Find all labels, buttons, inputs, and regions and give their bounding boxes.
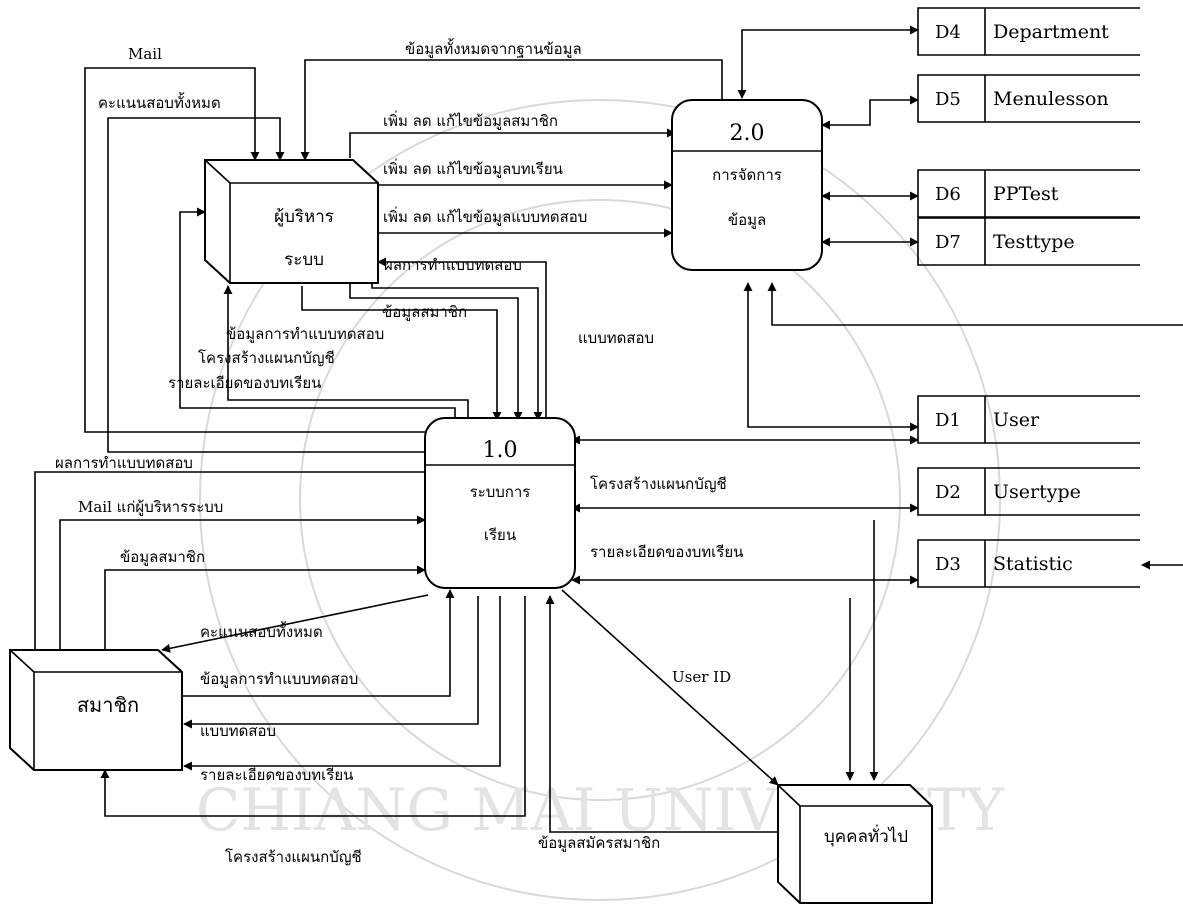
entity-public: บุคคลทั่วไป bbox=[777, 784, 933, 904]
store-d3-name: Statistic bbox=[993, 553, 1073, 575]
entity-admin-line2: ระบบ bbox=[284, 250, 324, 270]
store-d1-name: User bbox=[993, 409, 1040, 431]
process-2-0: 2.0 การจัดการ ข้อมูล bbox=[671, 99, 823, 271]
process-1-name-line1: ระบบการ bbox=[470, 483, 531, 501]
store-d1: D1 User bbox=[917, 395, 1140, 444]
flow-label-edit-lesson: เพิ่ม ลด แก้ไขข้อมูลบทเรียน bbox=[383, 158, 563, 178]
flow-label-lesson-detail-store: รายละเอียดของบทเรียน bbox=[590, 543, 743, 561]
flow-label-edit-test: เพิ่ม ลด แก้ไขข้อมูลแบบทดสอบ bbox=[383, 206, 587, 226]
store-d4: D4 Department bbox=[917, 7, 1140, 56]
data-stores: D4 Department D5 Menulesson D6 PPTest D7… bbox=[917, 7, 1140, 588]
process-1-0: 1.0 ระบบการ เรียน bbox=[424, 417, 576, 589]
store-d6-name: PPTest bbox=[993, 183, 1059, 205]
store-d5: D5 Menulesson bbox=[917, 74, 1140, 123]
entity-admin-line1: ผู้บริหาร bbox=[274, 207, 334, 227]
flow-label-test-doing-admin: ข้อมูลการทำแบบทดสอบ bbox=[226, 325, 384, 343]
entity-admin: ผู้บริหาร ระบบ bbox=[204, 159, 379, 284]
flow-label-test-result-admin: ผลการทำแบบทดสอบ bbox=[384, 256, 522, 274]
flow-label-chart-admin: โครงสร้างแผนกบัญชี bbox=[198, 349, 335, 367]
flow-label-test-doing-member: ข้อมูลการทำแบบทดสอบ bbox=[200, 670, 358, 688]
flow-label-user-id: User ID bbox=[672, 668, 731, 686]
store-d6: D6 PPTest bbox=[917, 169, 1140, 218]
flow-label-all-db-data: ข้อมูลทั้งหมดจากฐานข้อมูล bbox=[405, 38, 582, 58]
flow-label-member-data-admin: ข้อมูลสมาชิก bbox=[382, 303, 467, 321]
store-d7-name: Testtype bbox=[993, 231, 1075, 253]
flow-labels: Mail ข้อมูลทั้งหมดจากฐานข้อมูล คะแนนสอบท… bbox=[55, 38, 743, 866]
flow-label-chart-member: โครงสร้างแผนกบัญชี bbox=[225, 848, 362, 866]
flow-label-register-data: ข้อมูลสมัครสมาชิก bbox=[538, 834, 660, 852]
store-d6-id: D6 bbox=[935, 184, 961, 205]
store-d7-id: D7 bbox=[935, 232, 961, 253]
process-1-name-line2: เรียน bbox=[484, 526, 516, 544]
store-d5-name: Menulesson bbox=[993, 88, 1109, 110]
process-2-name-line2: ข้อมูล bbox=[728, 211, 766, 229]
store-d1-id: D1 bbox=[935, 410, 961, 431]
store-d3-id: D3 bbox=[935, 554, 961, 575]
flow-label-lesson-detail-member: รายละเอียดของบทเรียน bbox=[200, 766, 353, 784]
store-d5-id: D5 bbox=[935, 89, 961, 110]
flow-label-chart-store: โครงสร้างแผนกบัญชี bbox=[590, 475, 727, 493]
flow-label-edit-member: เพิ่ม ลด แก้ไขข้อมูลสมาชิก bbox=[383, 110, 558, 130]
store-d3: D3 Statistic bbox=[917, 539, 1140, 588]
process-1-number: 1.0 bbox=[483, 438, 518, 463]
flow-label-mail-to-admin: Mail แก่ผู้บริหารระบบ bbox=[78, 498, 223, 516]
flow-label-member-data: ข้อมูลสมาชิก bbox=[120, 548, 205, 566]
store-d4-name: Department bbox=[993, 21, 1109, 43]
flow-label-test-form-admin: แบบทดสอบ bbox=[578, 329, 654, 347]
store-d7: D7 Testtype bbox=[917, 217, 1140, 266]
flow-label-all-scores-admin: คะแนนสอบทั้งหมด bbox=[98, 92, 221, 112]
store-d2-name: Usertype bbox=[993, 481, 1081, 503]
store-d2-id: D2 bbox=[935, 482, 961, 503]
entity-public-label: บุคคลทั่วไป bbox=[824, 824, 908, 847]
flow-label-all-scores-member: คะแนนสอบทั้งหมด bbox=[200, 621, 323, 641]
entity-member: สมาชิก bbox=[9, 649, 183, 771]
flow-label-test-form-member: แบบทดสอบ bbox=[200, 722, 276, 740]
flow-label-mail: Mail bbox=[128, 45, 162, 63]
flow-label-lesson-detail-admin: รายละเอียดของบทเรียน bbox=[168, 374, 321, 392]
process-2-number: 2.0 bbox=[730, 121, 765, 146]
process-2-name-line1: การจัดการ bbox=[712, 166, 782, 184]
store-d4-id: D4 bbox=[935, 22, 961, 43]
entity-member-label: สมาชิก bbox=[77, 693, 139, 717]
flow-label-test-result-member: ผลการทำแบบทดสอบ bbox=[55, 454, 193, 472]
store-d2: D2 Usertype bbox=[917, 467, 1140, 516]
flow-lines bbox=[30, 25, 1183, 833]
